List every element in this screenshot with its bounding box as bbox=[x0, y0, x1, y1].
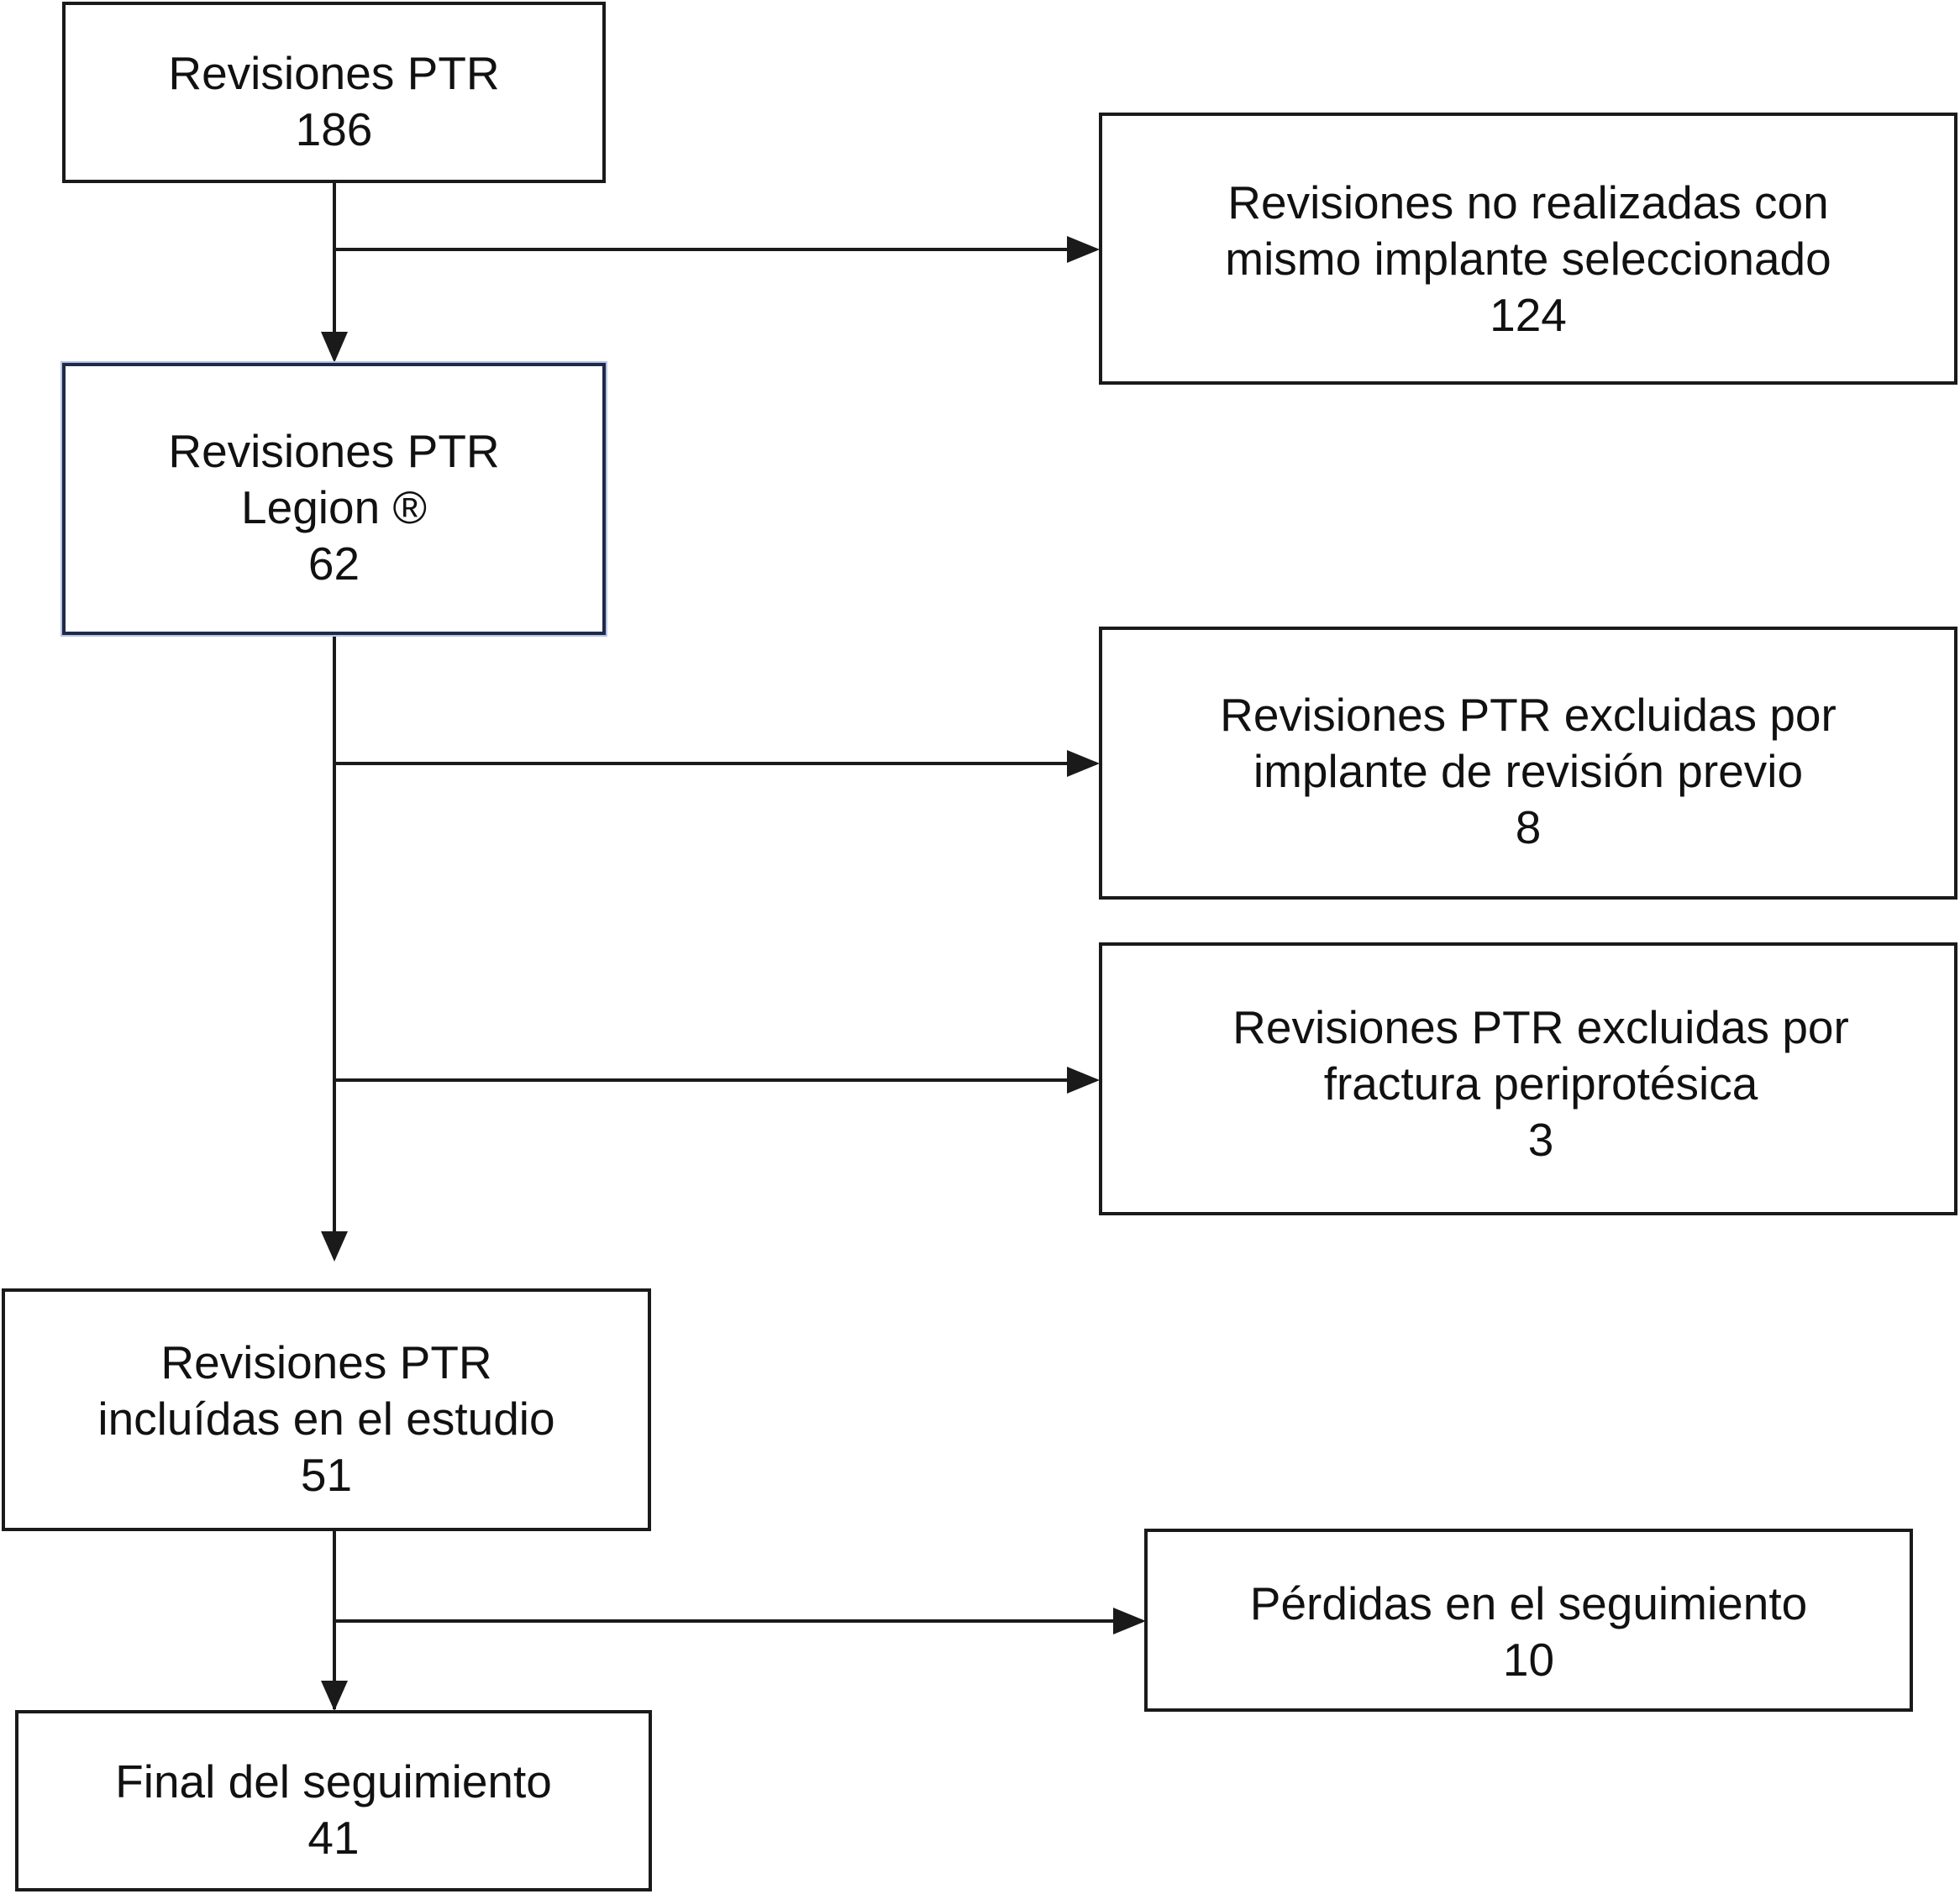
box-excluded-fracture-line-1: Revisiones PTR excluidas por bbox=[1232, 1001, 1849, 1053]
box-legion-line-1: Revisiones PTR bbox=[168, 425, 500, 477]
box-final-line-1: Final del seguimiento bbox=[115, 1755, 552, 1807]
box-final-count: 41 bbox=[307, 1812, 360, 1864]
box-legion-count: 62 bbox=[307, 538, 360, 590]
box-excluded-implant-line-2: mismo implante seleccionado bbox=[1225, 233, 1831, 285]
arrowhead-icon bbox=[1067, 1067, 1100, 1094]
box-excluded-different-implant: Revisiones no realizadas con mismo impla… bbox=[1099, 113, 1957, 385]
arrowhead-icon bbox=[321, 1231, 348, 1262]
box-excluded-implant-count: 124 bbox=[1490, 289, 1567, 341]
box-lost-count: 10 bbox=[1502, 1634, 1555, 1686]
arrowhead-icon bbox=[321, 332, 348, 363]
box-lost-line-1: Pérdidas en el seguimiento bbox=[1249, 1577, 1808, 1629]
box-included-study: Revisiones PTR incluídas en el estudio 5… bbox=[2, 1288, 651, 1531]
box-legion-line-2: Legion ® bbox=[241, 481, 427, 533]
box-total-line-1: Revisiones PTR bbox=[168, 47, 500, 99]
box-total-count: 186 bbox=[295, 103, 373, 155]
arrowhead-icon bbox=[1067, 750, 1100, 777]
arrowhead-icon bbox=[321, 1681, 348, 1711]
box-lost-follow-up: Pérdidas en el seguimiento 10 bbox=[1144, 1529, 1913, 1712]
box-included-count: 51 bbox=[300, 1449, 353, 1501]
box-excluded-previous-count: 8 bbox=[1515, 801, 1542, 853]
box-excluded-fracture-count: 3 bbox=[1527, 1114, 1554, 1166]
box-excluded-previous-revision: Revisiones PTR excluidas por implante de… bbox=[1099, 627, 1957, 900]
box-excluded-implant-line-1: Revisiones no realizadas con bbox=[1227, 176, 1829, 228]
box-included-line-1: Revisiones PTR bbox=[160, 1336, 492, 1388]
box-excluded-previous-line-2: implante de revisión previo bbox=[1253, 745, 1804, 797]
arrowhead-icon bbox=[1113, 1608, 1146, 1634]
box-excluded-fracture: Revisiones PTR excluidas por fractura pe… bbox=[1099, 942, 1957, 1215]
box-included-line-2: incluídas en el estudio bbox=[97, 1393, 555, 1445]
box-excluded-previous-line-1: Revisiones PTR excluidas por bbox=[1220, 689, 1837, 741]
box-legion-revisions: Revisiones PTR Legion ® 62 bbox=[62, 363, 606, 635]
box-final-follow-up: Final del seguimiento 41 bbox=[15, 1710, 652, 1891]
box-excluded-fracture-line-2: fractura periprotésica bbox=[1323, 1057, 1758, 1110]
arrowhead-icon bbox=[1067, 236, 1100, 263]
box-total-revisions: Revisiones PTR 186 bbox=[62, 2, 606, 183]
